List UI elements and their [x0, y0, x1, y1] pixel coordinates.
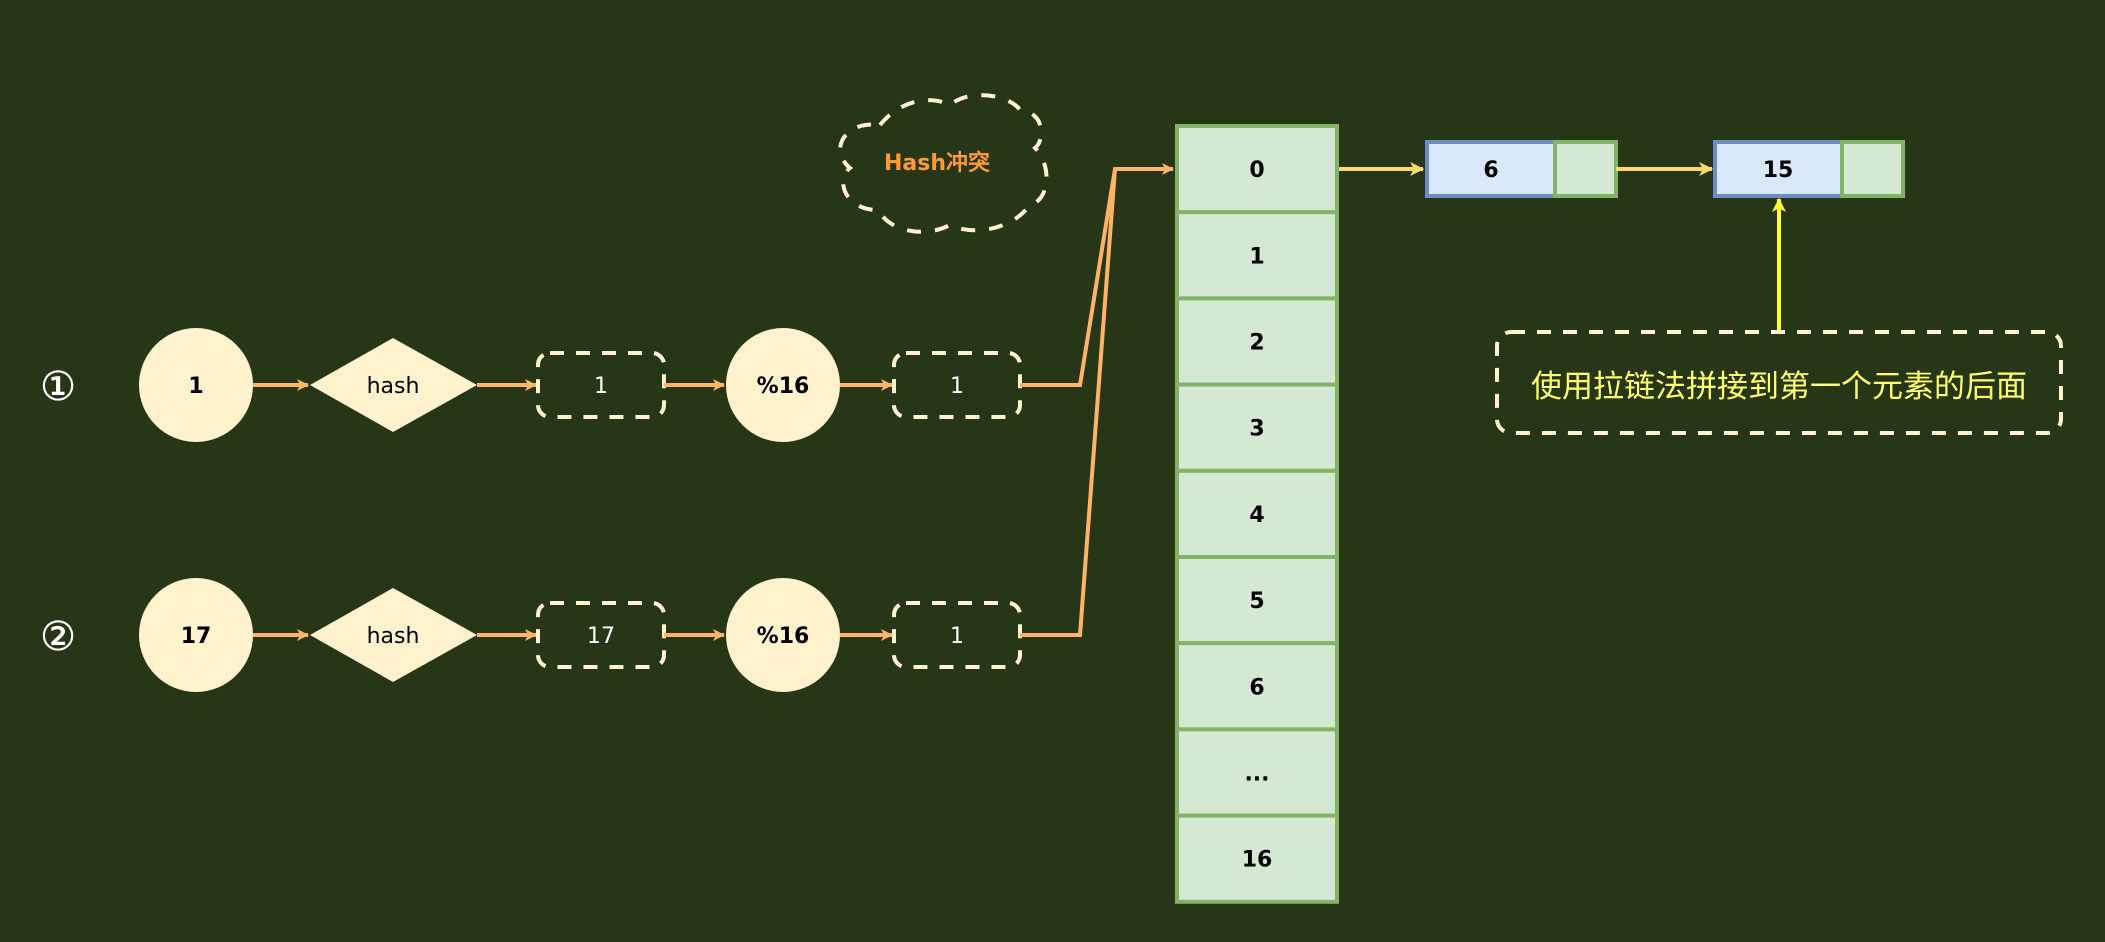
note-box: [1495, 330, 2063, 435]
collision-chain: 6 15: [1339, 140, 1905, 198]
bucket-index-label: 16: [1242, 848, 1273, 873]
bucket-cell: [1175, 210, 1339, 301]
bucket-cell: [1175, 813, 1339, 904]
bucket-index-label: 3: [1249, 417, 1264, 442]
hash-function-label: hash: [367, 624, 420, 649]
bucket-index-label: 6: [1249, 675, 1264, 700]
hash-function-node[interactable]: [310, 588, 477, 682]
array-bucket[interactable]: 4: [1175, 468, 1339, 559]
key-node[interactable]: [139, 578, 253, 692]
array-bucket[interactable]: 1: [1175, 210, 1339, 301]
bucket-index-label: 2: [1249, 331, 1264, 356]
note-text: 使用拉链法拼接到第一个元素的后面: [1531, 369, 2027, 405]
array-bucket[interactable]: ...: [1175, 727, 1339, 818]
index-result-label: 1: [950, 624, 964, 649]
modulo-node[interactable]: [726, 578, 840, 692]
bucket-cell: [1175, 468, 1339, 559]
chain-entry[interactable]: 15: [1713, 140, 1905, 198]
hash-result-label: 17: [587, 624, 615, 649]
array-bucket[interactable]: 0: [1175, 124, 1339, 215]
array-bucket[interactable]: 16: [1175, 813, 1339, 904]
array-bucket[interactable]: 2: [1175, 296, 1339, 387]
bucket-index-label: ...: [1244, 762, 1269, 787]
flow-row-2: ② 17 hash 17 %16 1: [40, 168, 1117, 692]
chain-entry[interactable]: 6: [1425, 140, 1618, 198]
bucket-cell: [1175, 555, 1339, 646]
flow-row-1: ① 1 hash 1 %16 1: [40, 163, 1174, 442]
array-bucket[interactable]: 5: [1175, 555, 1339, 646]
key-label: 17: [181, 624, 212, 649]
bucket-link-arrow: [1020, 163, 1174, 387]
array-bucket[interactable]: 6: [1175, 641, 1339, 732]
bucket-cell: [1175, 296, 1339, 387]
entry-value-label: 15: [1763, 158, 1794, 183]
hash-function-node[interactable]: [310, 338, 477, 432]
bucket-cell: [1175, 382, 1339, 473]
bucket-link-arrow: [1020, 168, 1117, 637]
index-result-label: 1: [950, 374, 964, 399]
bucket-cell: [1175, 124, 1339, 215]
hash-function-label: hash: [367, 374, 420, 399]
key-node[interactable]: [139, 328, 253, 442]
bucket-index-label: 1: [1249, 244, 1264, 269]
array-bucket[interactable]: 3: [1175, 382, 1339, 473]
row-marker: ①: [40, 364, 76, 410]
modulo-label: %16: [757, 374, 810, 399]
bucket-index-label: 4: [1249, 503, 1264, 528]
bucket-index-label: 5: [1249, 589, 1264, 614]
key-label: 1: [188, 374, 203, 399]
row-marker: ②: [40, 614, 76, 660]
hash-collision-cloud: Hash冲突: [838, 93, 1049, 234]
modulo-node[interactable]: [726, 328, 840, 442]
hash-result-label: 1: [594, 374, 608, 399]
entry-next-pointer: [1553, 140, 1618, 198]
entry-value-label: 6: [1483, 158, 1498, 183]
entry-next-pointer: [1840, 140, 1905, 198]
chaining-note: 使用拉链法拼接到第一个元素的后面: [1495, 197, 2063, 435]
modulo-label: %16: [757, 624, 810, 649]
bucket-index-label: 0: [1249, 158, 1264, 183]
hash-collision-label: Hash冲突: [884, 150, 990, 176]
hash-table-array: 0 1 2 3 4 5 6... 16: [1175, 124, 1339, 904]
